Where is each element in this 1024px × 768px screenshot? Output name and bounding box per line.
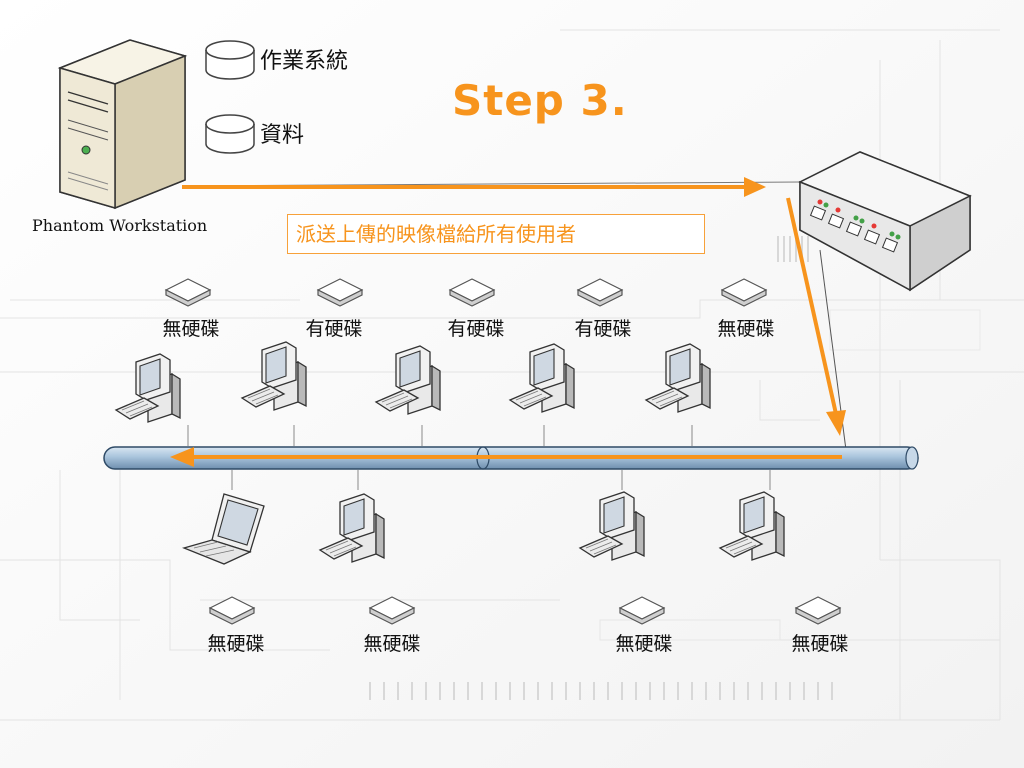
- upload-arrow: [182, 177, 766, 197]
- storage-label-os: 作業系統: [260, 49, 349, 74]
- step-title: Step 3.: [452, 76, 628, 125]
- broadcast-arrow: [170, 447, 842, 467]
- workstation-label: Phantom Workstation: [32, 216, 208, 235]
- bottom-client-disk-label: 無硬碟: [363, 633, 421, 655]
- top-client-disk-label: 有硬碟: [574, 318, 632, 340]
- top-client-disk-label: 有硬碟: [305, 318, 363, 340]
- bottom-client-disk-label: 無硬碟: [207, 633, 265, 655]
- database-icon: [205, 40, 255, 80]
- background-tick-strip: [369, 236, 833, 700]
- bottom-drop-lines: [231, 470, 771, 490]
- background-box: [599, 619, 781, 641]
- top-drop-lines: [187, 425, 693, 446]
- bottom-client-disk-label: 無硬碟: [615, 633, 673, 655]
- top-client-disk-label: 無硬碟: [717, 318, 775, 340]
- network-switch: [798, 151, 972, 292]
- top-client-disk-label: 有硬碟: [447, 318, 505, 340]
- top-client-disk-label: 無硬碟: [162, 318, 220, 340]
- download-arrow: [786, 197, 846, 436]
- bottom-client-disk-label: 無硬碟: [791, 633, 849, 655]
- background-circuit-lines: [0, 29, 1024, 721]
- workstation-server: [57, 39, 188, 210]
- storage-label-data: 資料: [260, 123, 305, 148]
- power-led-icon: [81, 145, 91, 155]
- database-icon: [205, 114, 255, 154]
- callout-box: 派送上傳的映像檔給所有使用者: [287, 214, 705, 254]
